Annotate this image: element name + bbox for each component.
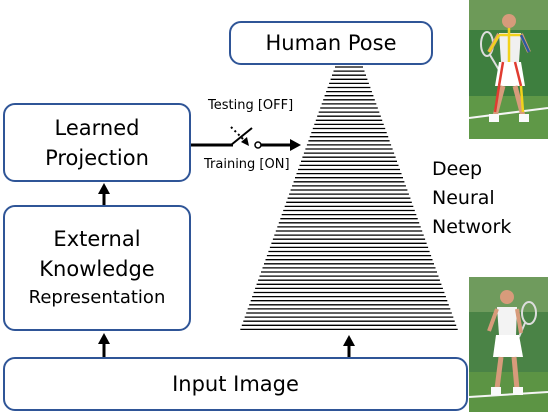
tennis-player-input-photo: [469, 277, 548, 412]
external-knowledge-box: External Knowledge Representation: [3, 205, 191, 331]
human-pose-box: Human Pose: [229, 21, 433, 65]
human-pose-label: Human Pose: [265, 31, 397, 55]
external-knowledge-line-2: Knowledge: [39, 257, 155, 281]
network-label-line-1: Deep: [432, 158, 483, 180]
external-knowledge-line-1: External: [53, 227, 141, 251]
network-label: Deep Neural Network: [432, 155, 511, 242]
training-on-label: Training [ON]: [204, 157, 290, 172]
neural-network-pyramid: [240, 66, 458, 331]
arrow-input-to-knowledge-head: [98, 333, 110, 344]
switch-arrow-head: [241, 137, 249, 146]
network-label-line-3: Network: [432, 216, 512, 238]
arrow-input-to-network-head: [343, 335, 355, 346]
tennis-player-pose-photo: [469, 0, 548, 139]
network-label-line-2: Neural: [432, 187, 495, 209]
switch-contact: [254, 141, 262, 149]
input-image-label: Input Image: [172, 372, 299, 396]
learned-projection-box: Learned Projection: [3, 103, 191, 182]
learned-projection-line-1: Learned: [54, 115, 140, 140]
switch-arrow-to-network-head: [290, 139, 301, 151]
testing-off-label: Testing [OFF]: [208, 98, 294, 113]
external-knowledge-line-3: Representation: [28, 287, 166, 308]
learned-projection-line-2: Projection: [45, 145, 149, 170]
switch-blade: [230, 127, 253, 146]
input-image-box: Input Image: [3, 357, 468, 411]
arrow-knowledge-to-projection-head: [98, 183, 110, 194]
